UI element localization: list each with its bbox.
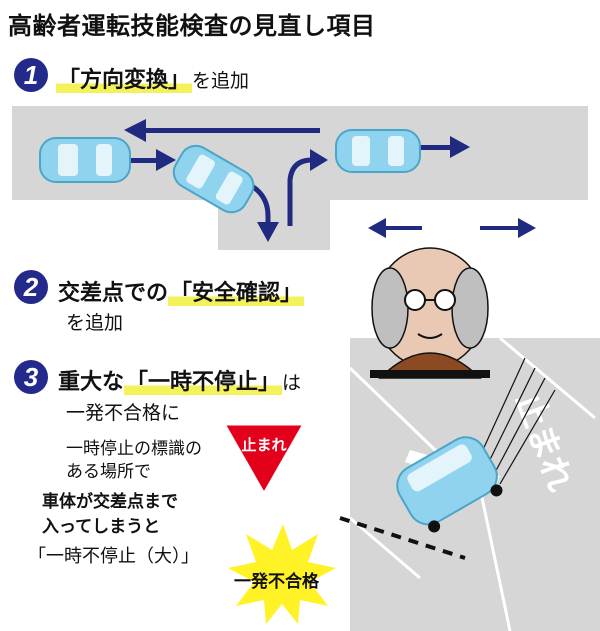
car-icon (172, 144, 255, 214)
item-1-text: 「方向変換」を追加 (56, 62, 249, 94)
item-3-line1: 重大な「一時不停止」は (58, 364, 301, 396)
car-icon (39, 137, 131, 183)
step-1-badge: 1 (14, 58, 48, 92)
note-bold-2: 入ってしまうと (42, 517, 161, 537)
item-1-suffix: を追加 (192, 70, 250, 92)
arrow-left-icon (368, 218, 386, 238)
burst-icon (228, 524, 336, 624)
note-line-2: ある場所で (66, 462, 151, 482)
item-2-suffix: を追加 (66, 312, 124, 334)
stop-sign-label: 止まれ (241, 436, 286, 454)
car-icon (335, 129, 421, 173)
item-3-suffix: は (282, 372, 302, 394)
note-bold-1: 車体が交差点まで (42, 492, 178, 512)
item-1-highlight: 「方向変換」 (56, 68, 193, 93)
course-road (12, 106, 588, 250)
stop-sign-icon: 止まれ (221, 422, 307, 498)
item-3-highlight: 「一時不停止」 (124, 370, 283, 395)
arrow-right-icon (130, 149, 176, 171)
arrow-right-icon (518, 218, 536, 238)
note-line-1: 一時停止の標識の (66, 439, 202, 459)
driver-icon (370, 247, 490, 379)
look-arrows (368, 218, 536, 238)
item-3-line2: 一発不合格に (66, 402, 181, 424)
item-2-line1: 交差点での「安全確認」 (58, 275, 305, 307)
step-2-badge: 2 (14, 270, 48, 304)
arrow-right-icon (420, 136, 470, 158)
page-title: 高齢者運転技能検査の見直し項目 (8, 12, 376, 40)
step-3-badge: 3 (14, 360, 48, 394)
arrow-up-turn-icon (287, 149, 328, 226)
intersection-scene: 止まれ (339, 218, 600, 631)
item-2-prefix: 交差点での (58, 281, 169, 306)
item-2-highlight: 「安全確認」 (168, 281, 305, 306)
arrow-left-icon (124, 119, 320, 142)
item-3-prefix: 重大な (58, 370, 125, 395)
direction-change-diagram (12, 106, 588, 250)
burst-label: 一発不合格 (234, 572, 319, 592)
note-quote: 「一時不停止（大）」 (28, 546, 199, 567)
car-icon (396, 436, 503, 533)
